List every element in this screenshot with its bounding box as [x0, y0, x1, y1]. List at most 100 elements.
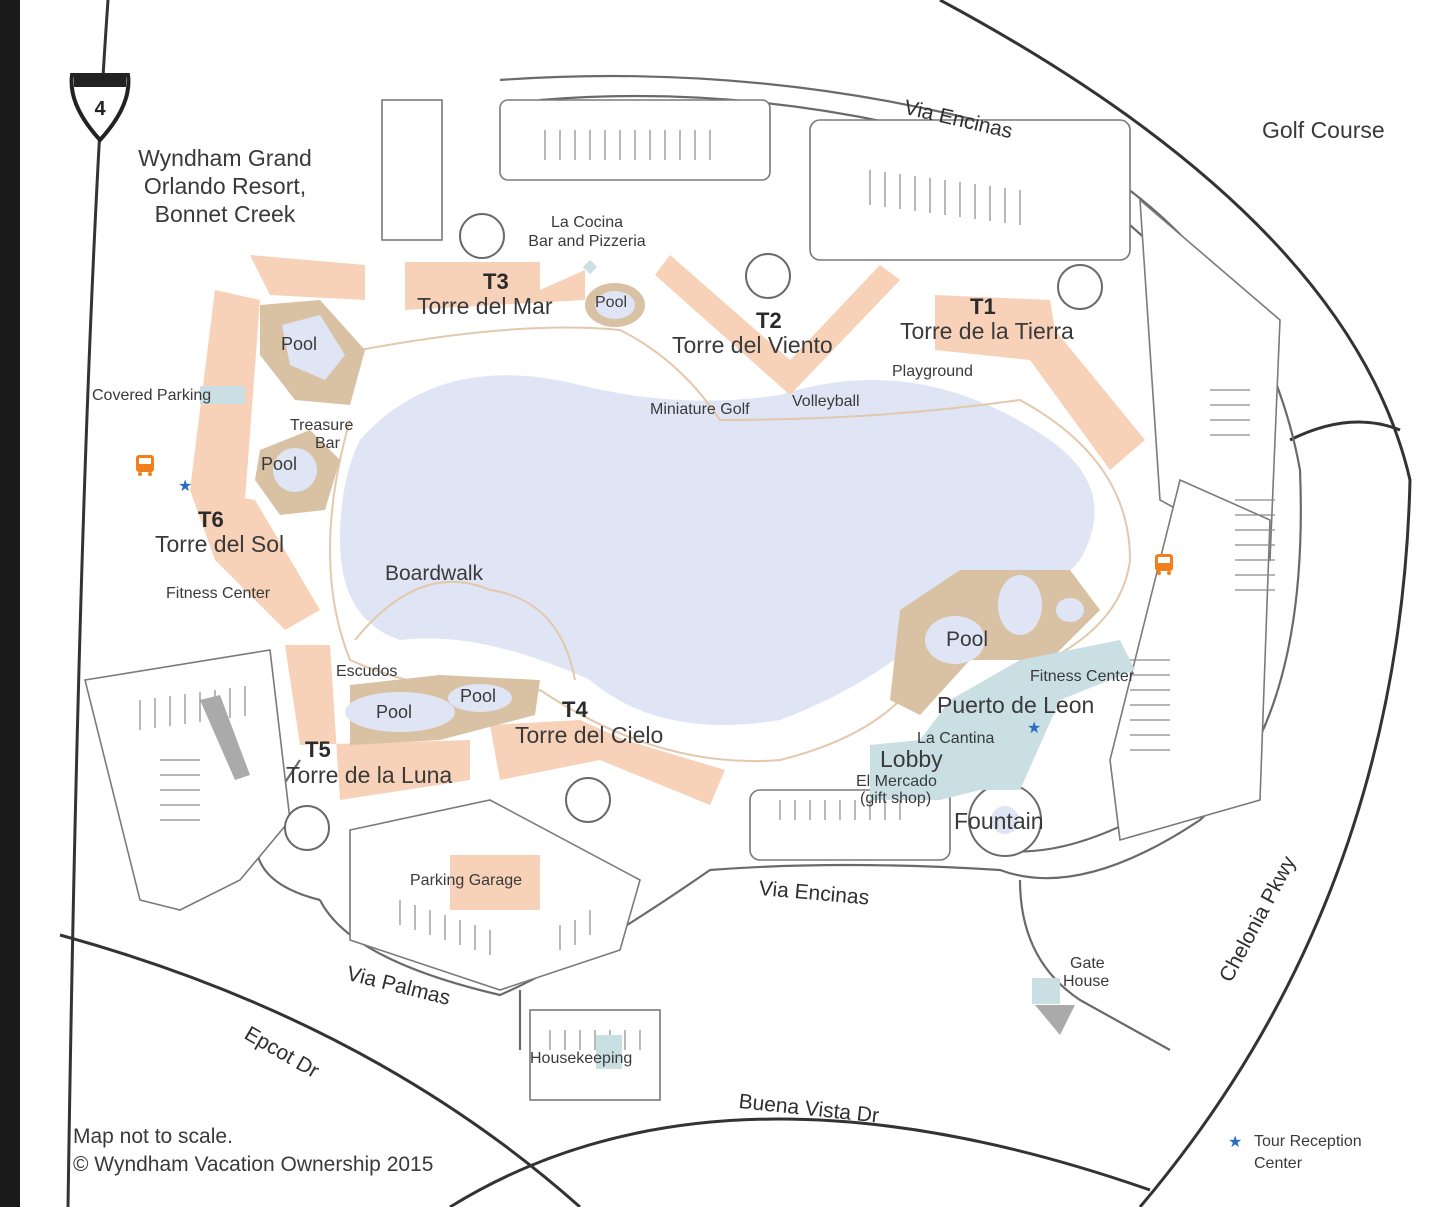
- bldg-parking-garage: [450, 855, 540, 910]
- bldg-t6-south: [190, 490, 320, 630]
- footer-scale-note: Map not to scale.: [73, 1125, 233, 1148]
- deck-pool-main: [890, 570, 1100, 715]
- water-pool-main-3: [1056, 598, 1084, 622]
- label-volleyball: Volleyball: [792, 393, 860, 410]
- culdesac-t2: [745, 253, 791, 299]
- gate-road: [1018, 879, 1171, 1051]
- label-boardwalk: Boardwalk: [385, 562, 484, 585]
- bldg-t5: [285, 645, 470, 800]
- parking-stalls: [139, 130, 1275, 1050]
- fountain-water: [991, 806, 1019, 834]
- chelonia-road-line: [939, 0, 1412, 1207]
- label-fitness-west: Fitness Center: [166, 585, 271, 602]
- label-pool-nw: Pool: [281, 334, 318, 354]
- label-parking-garage: Parking Garage: [410, 872, 523, 889]
- resort-name-line1: Wyndham Grand: [138, 145, 312, 171]
- tower-t4-name: Torre del Cielo: [515, 722, 664, 748]
- pools: [273, 291, 1084, 732]
- water-pool-nw: [282, 315, 345, 380]
- bldg-t6-north: [250, 255, 365, 300]
- tower-t2-name: Torre del Viento: [672, 332, 833, 358]
- resort-name-line3: Bonnet Creek: [154, 201, 296, 227]
- golf-course-label: Golf Course: [1262, 117, 1385, 143]
- lobby-complex: [870, 640, 1135, 800]
- label-playground: Playground: [892, 363, 973, 380]
- tower-t6-name: Torre del Sol: [155, 531, 285, 557]
- label-escudos: Escudos: [336, 663, 398, 680]
- footer-copyright: © Wyndham Vacation Ownership 2015: [73, 1153, 434, 1176]
- water-pool-t3: [595, 291, 635, 319]
- bus-icon: [1155, 554, 1173, 575]
- star-icon: ★: [178, 478, 193, 495]
- tower-t4-code: T4: [562, 697, 588, 722]
- gate-house-block: [1032, 978, 1060, 1004]
- label-covered-parking: Covered Parking: [92, 387, 212, 404]
- amenity-blocks: [200, 259, 1135, 1069]
- lake: [340, 375, 1095, 725]
- bldg-t1: [935, 295, 1145, 470]
- tower-t6-code: T6: [198, 507, 224, 532]
- bldg-t3: [405, 262, 585, 310]
- resort-map: 4 Wyndham Grand Orlando Resort, Bonnet C…: [20, 0, 1440, 1207]
- label-pool-s2: Pool: [460, 686, 497, 706]
- culdesac-t1: [1057, 264, 1103, 310]
- housekeeping-block: [596, 1035, 622, 1069]
- interstate-number: 4: [94, 98, 106, 120]
- label-el-mercado-2: (gift shop): [860, 790, 932, 807]
- water-pool-s1: [345, 692, 455, 732]
- bldg-t2: [655, 255, 900, 395]
- label-pool-t3: Pool: [595, 294, 628, 311]
- legend-tour-2: Center: [1254, 1155, 1303, 1172]
- covered-parking-block: [200, 386, 245, 404]
- label-la-cocina-2: Bar and Pizzeria: [528, 233, 646, 250]
- culdesac-t3: [459, 213, 505, 259]
- label-el-mercado-1: El Mercado: [856, 773, 937, 790]
- golf-connector-line: [1289, 420, 1401, 442]
- bldg-t4: [490, 720, 725, 805]
- label-puerto-de-leon: Puerto de Leon: [937, 692, 1095, 718]
- tower-t3-code: T3: [483, 269, 509, 294]
- tower-t2-code: T2: [756, 308, 782, 333]
- tower-t5-code: T5: [305, 737, 331, 762]
- map-drawing: [59, 0, 1412, 1207]
- bus-icon: [136, 455, 154, 476]
- label-pool-main: Pool: [946, 628, 989, 651]
- culdesac-t5: [284, 805, 330, 851]
- label-la-cantina: La Cantina: [917, 730, 995, 747]
- gray-wedges: [200, 695, 1075, 1035]
- label-la-cocina-1: La Cocina: [550, 214, 624, 231]
- interstate-shield-icon: [69, 73, 131, 143]
- tower-t5-name: Torre de la Luna: [286, 762, 453, 788]
- legend-tour-1: Tour Reception: [1254, 1133, 1362, 1150]
- label-fountain: Fountain: [954, 808, 1044, 834]
- i4-road-line: [66, 0, 110, 1207]
- epcot-road-line: [59, 933, 581, 1207]
- cul-de-sacs: [284, 213, 1103, 857]
- parking-west: [84, 649, 291, 911]
- tower-t1-code: T1: [970, 294, 996, 319]
- label-treasure-1: Treasure: [290, 417, 354, 434]
- label-pool-s1: Pool: [376, 702, 413, 722]
- walking-paths: [329, 326, 1132, 763]
- tower-t3-name: Torre del Mar: [417, 293, 553, 319]
- parking-housekeeping: [529, 1009, 661, 1101]
- star-icon: ★: [1228, 1134, 1243, 1151]
- label-lobby: Lobby: [880, 746, 943, 772]
- buena-vista-road-line: [449, 1117, 1151, 1207]
- water-pool-main-2: [998, 575, 1042, 635]
- label-gate-1: Gate: [1070, 955, 1105, 972]
- label-housekeeping: Housekeeping: [530, 1050, 633, 1067]
- la-cocina-kiosk: [582, 259, 598, 275]
- parking-ne: [809, 119, 1131, 261]
- label-treasure-2: Bar: [315, 435, 340, 452]
- parking-nw: [381, 99, 443, 241]
- star-icon: ★: [1027, 720, 1042, 737]
- label-pool-w: Pool: [261, 454, 298, 474]
- parking-lots: [84, 99, 1281, 1101]
- label-mini-golf: Miniature Golf: [650, 401, 750, 418]
- water-pool-main-1: [925, 616, 985, 664]
- resort-name-line2: Orlando Resort,: [143, 173, 307, 199]
- label-gate-2: House: [1063, 973, 1110, 990]
- culdesac-t4: [565, 777, 611, 823]
- water-pool-s2: [448, 684, 512, 712]
